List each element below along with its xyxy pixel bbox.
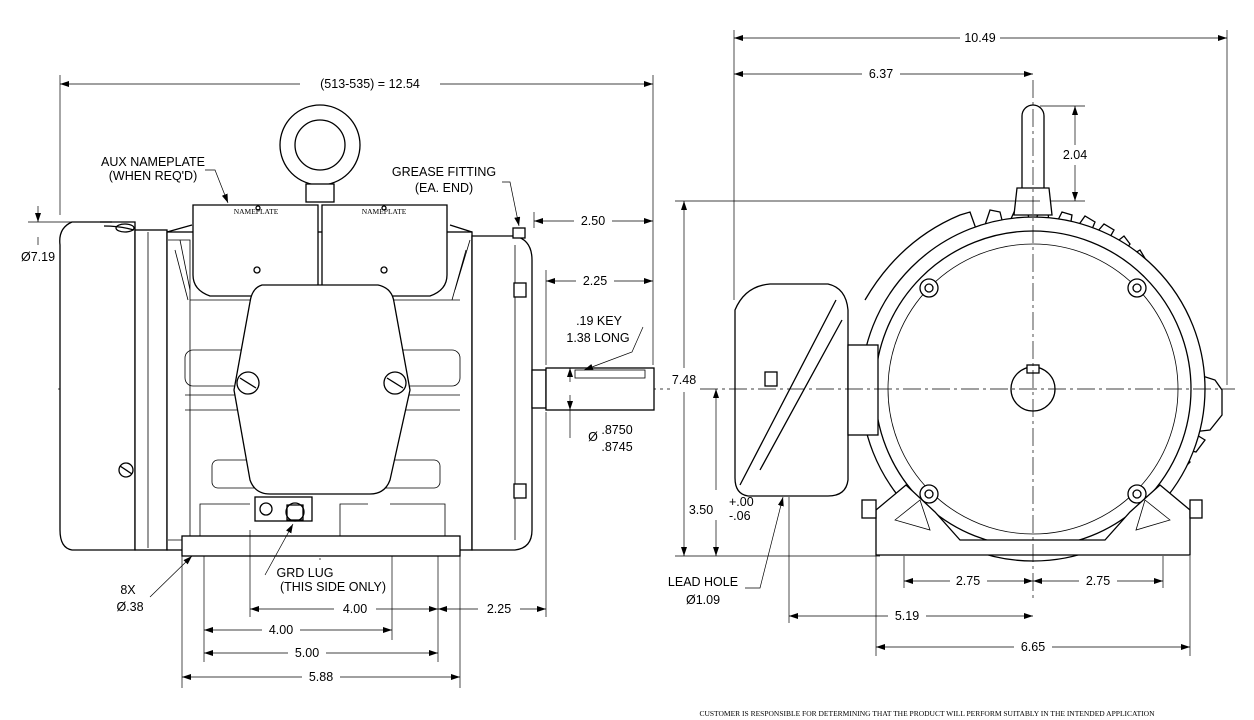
shaft-dia-max: .8750 (601, 423, 632, 437)
fan-cover-lip (115, 223, 135, 233)
end-bell-bolts (919, 278, 1147, 504)
dim-5-00: 5.00 (295, 646, 319, 660)
end-bracket (471, 235, 533, 551)
shaft-key (574, 369, 646, 379)
dim-5-19: 5.19 (895, 609, 919, 623)
dim-3-50-tol-plus: +.00 (729, 495, 754, 509)
dim-10-49: 10.49 (964, 31, 995, 45)
dim-2-75-right: 2.75 (1086, 574, 1110, 588)
aux-nameplate-label-2: (WHEN REQ'D) (109, 169, 198, 183)
nameplate-text-left: NAMEPLATE (234, 207, 279, 216)
key-label-1: .19 KEY (576, 314, 623, 328)
dim-6-37: 6.37 (869, 67, 893, 81)
dim-4-00-left: 4.00 (269, 623, 293, 637)
conduit-adapter (847, 344, 879, 436)
dim-2-75-left: 2.75 (956, 574, 980, 588)
grd-lug-label-1: GRD LUG (277, 566, 334, 580)
dim-2-25-bottom: 2.25 (487, 602, 511, 616)
aux-nameplate-label-1: AUX NAMEPLATE (101, 155, 205, 169)
dim-2-04: 2.04 (1063, 148, 1087, 162)
eyebolt-hole (294, 119, 346, 171)
bracket-bolt-lower (513, 483, 527, 499)
dim-overall-length: (513-535) = 12.54 (320, 77, 420, 91)
mount-holes-dia: Ø.38 (116, 600, 143, 614)
end-view (700, 80, 1235, 600)
dim-7-48: 7.48 (672, 373, 696, 387)
grease-fitting-label-1: GREASE FITTING (392, 165, 496, 179)
shaft-dia-min: .8745 (601, 440, 632, 454)
dim-6-65: 6.65 (1021, 640, 1045, 654)
lead-hole-dia: Ø1.09 (686, 593, 720, 607)
mounting-feet (181, 535, 461, 557)
mount-holes-qty: 8X (120, 583, 136, 597)
dim-dia-7-19: Ø7.19 (21, 250, 55, 264)
end-view-conduit-box (734, 283, 849, 497)
shaft-shoulder (531, 369, 547, 409)
grd-lug-label-2: (THIS SIDE ONLY) (280, 580, 386, 594)
end-view-dimensions: 10.49 6.37 2.04 7.48 3.50 +.00 -.06 LEAD… (668, 30, 1228, 656)
dim-2-25-top: 2.25 (583, 274, 607, 288)
nameplate-text-right: NAMEPLATE (362, 207, 407, 216)
lead-hole-label: LEAD HOLE (668, 575, 738, 589)
dim-5-88: 5.88 (309, 670, 333, 684)
side-view: NAMEPLATE NAMEPLATE (58, 104, 670, 560)
dim-4-00-right: 4.00 (343, 602, 367, 616)
shaft-dia-symbol: Ø (588, 430, 598, 444)
fan-cover-ring (134, 229, 168, 551)
aux-nameplate-right (321, 204, 448, 297)
bracket-bolt-upper (513, 282, 527, 298)
grease-fitting-label-2: (EA. END) (415, 181, 473, 195)
aux-nameplate-left (192, 204, 319, 297)
fan-cover (59, 221, 136, 551)
footer-disclaimer: CUSTOMER IS RESPONSIBLE FOR DETERMINING … (699, 709, 1155, 718)
shaft (545, 367, 655, 411)
key-label-2: 1.38 LONG (566, 331, 629, 345)
dim-2-50: 2.50 (581, 214, 605, 228)
dim-3-50-tol-minus: -.06 (729, 509, 751, 523)
eyebolt-stem (305, 183, 335, 203)
side-view-dimensions: (513-535) = 12.54 Ø7.19 2.50 2.25 .19 KE… (21, 75, 654, 688)
end-view-feet (875, 484, 1191, 556)
conduit-box (233, 284, 411, 495)
grease-fitting (512, 227, 526, 239)
dim-3-50: 3.50 (689, 503, 713, 517)
